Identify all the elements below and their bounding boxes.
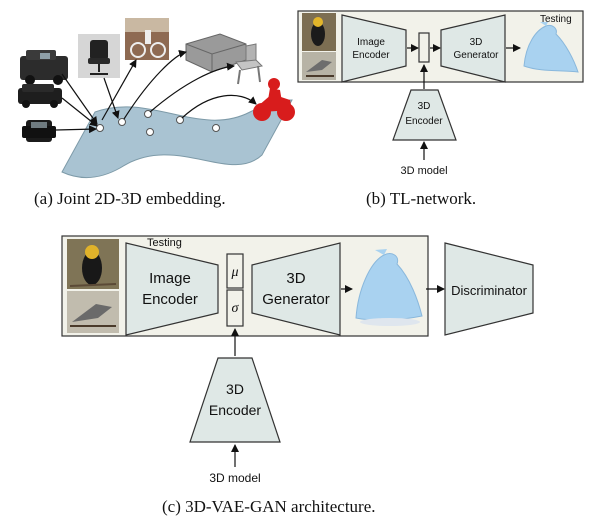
panel-c-3d-generator <box>251 242 341 336</box>
panel-b-testing-label: Testing <box>540 14 572 25</box>
panel-c-mu-symbol: μ <box>230 265 238 280</box>
panel-c-bird-photo-2 <box>67 291 119 333</box>
panel-b-3d-generator <box>440 14 506 83</box>
panel-c-image-encoder-label-1: Image <box>149 270 191 287</box>
panel-b-image-encoder-label-2: Encoder <box>352 50 390 61</box>
suv-thumbnail-1 <box>20 50 68 85</box>
panel-b-generator-label-2: Generator <box>453 50 499 61</box>
panel-c-generator-label-1: 3D <box>286 270 305 287</box>
office-chair-thumbnail <box>78 34 120 78</box>
3d-chair-model-thumbnail <box>235 43 264 85</box>
panel-c-generator-label-2: Generator <box>262 291 330 308</box>
3d-car-model-thumbnail <box>185 33 247 73</box>
panel-c-image-encoder <box>125 242 219 336</box>
panel-b-caption: (b) TL-network. <box>366 189 476 208</box>
panel-c-sigma-box <box>226 289 244 327</box>
panel-c-input-label: 3D model <box>209 471 260 485</box>
panel-c-3d-encoder <box>189 357 281 443</box>
cyclist-photo-thumbnail <box>125 18 169 60</box>
panel-b-image-encoder-label-1: Image <box>357 37 385 48</box>
panel-c-3d-encoder-label-2: Encoder <box>209 402 261 418</box>
panel-c-discriminator-label: Discriminator <box>451 283 528 298</box>
panel-c-caption: (c) 3D-VAE-GAN architecture. <box>162 497 376 516</box>
panel-c-image-encoder-label-2: Encoder <box>142 291 198 308</box>
embedding-arrows <box>55 49 257 134</box>
panel-c-3d-vae-gan: Testing Image Encoder μ σ 3D Generator <box>61 235 534 516</box>
panel-b-image-encoder <box>341 14 407 83</box>
suv-thumbnail-2 <box>18 84 62 108</box>
panel-b-3d-bird-output <box>523 22 579 73</box>
3d-motorbike-model-red <box>253 78 295 121</box>
panel-b-3d-encoder <box>392 89 457 141</box>
panel-b-tl-network: Testing Image Encoder 3D Generator <box>297 10 584 208</box>
panel-c-testing-label: Testing <box>147 237 182 249</box>
suv-thumbnail-3 <box>22 120 56 142</box>
panel-c-3d-bird-output <box>355 249 423 326</box>
panel-b-input-label: 3D model <box>400 165 447 177</box>
panel-b-bird-photo-1 <box>302 13 336 51</box>
panel-b-bird-photo-2 <box>302 52 336 80</box>
panel-b-3d-encoder-label-1: 3D <box>418 101 431 112</box>
panel-b-latent-vector <box>418 32 430 63</box>
panel-a-joint-embedding: (a) Joint 2D-3D embedding. <box>18 18 295 208</box>
panel-c-mu-box <box>226 253 244 289</box>
panel-b-generator-label-1: 3D <box>470 37 483 48</box>
panel-c-bird-photo-1 <box>67 239 119 289</box>
panel-c-3d-encoder-label-1: 3D <box>226 381 244 397</box>
panel-c-discriminator <box>444 242 534 336</box>
panel-c-sigma-symbol: σ <box>232 301 240 316</box>
panel-b-3d-encoder-label-2: Encoder <box>405 116 443 127</box>
panel-a-caption: (a) Joint 2D-3D embedding. <box>34 189 226 208</box>
embedding-points <box>96 110 220 136</box>
